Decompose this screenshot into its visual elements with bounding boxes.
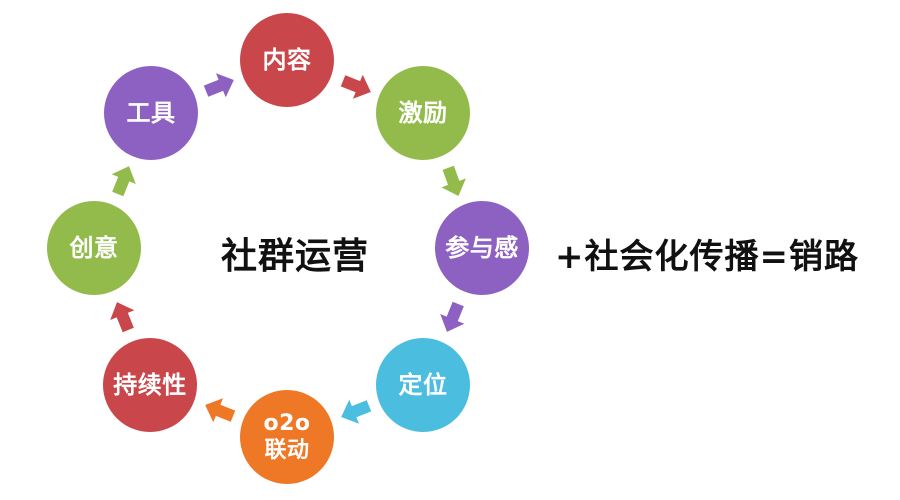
arrow-incentive-to-participation (441, 165, 466, 197)
node-tools: 工具 (104, 66, 198, 160)
node-positioning: 定位 (376, 338, 470, 432)
node-label: 内容 (262, 45, 312, 74)
node-label: 创意 (69, 233, 119, 262)
arrow-o2o-to-sustainability (205, 398, 236, 423)
node-label: 参与感 (445, 233, 519, 262)
node-o2o: o2o 联动 (240, 390, 334, 484)
arrow-participation-to-positioning (440, 301, 465, 332)
node-content: 内容 (240, 13, 334, 107)
node-label: 定位 (398, 370, 448, 399)
node-sustainability: 持续性 (103, 338, 197, 432)
node-label: 工具 (126, 98, 176, 127)
center-title: 社群运营 (220, 236, 369, 277)
node-incentive: 激励 (376, 66, 470, 160)
node-label: 持续性 (113, 370, 187, 399)
arrow-content-to-incentive (340, 74, 371, 99)
node-label: o2o 联动 (263, 410, 311, 464)
node-creativity: 创意 (47, 201, 141, 295)
arrow-sustainability-to-creativity (110, 302, 135, 333)
arrow-positioning-to-o2o (341, 399, 372, 424)
arrow-creativity-to-tools (111, 166, 136, 197)
node-participation: 参与感 (435, 201, 529, 295)
arrow-tools-to-content (203, 73, 234, 98)
side-formula: +社会化传播=销路 (555, 236, 859, 277)
node-label: 激励 (398, 98, 448, 127)
